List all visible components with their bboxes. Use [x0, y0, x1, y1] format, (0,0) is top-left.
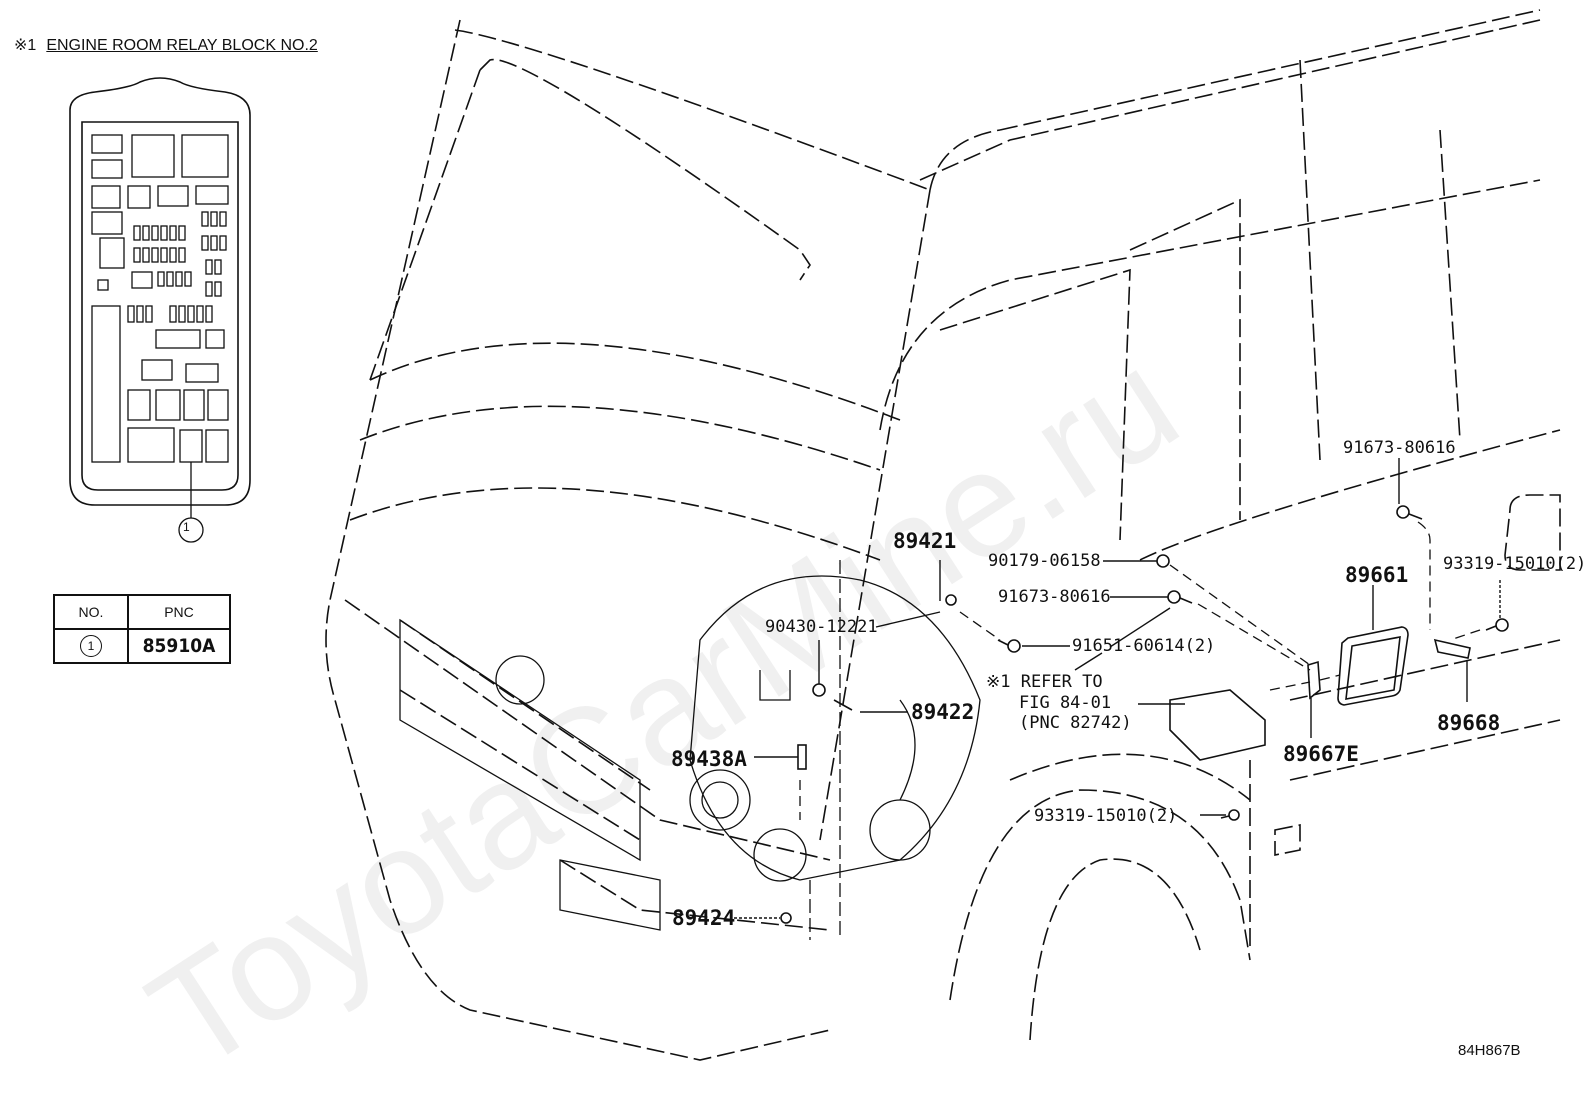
van-body [325, 9, 1561, 1061]
part-label-89424[interactable]: 89424 [672, 906, 736, 930]
part-label-89661[interactable]: 89661 [1345, 563, 1409, 587]
refer-note-line3: (PNC 82742) [1019, 713, 1132, 733]
ecu-89661 [1337, 626, 1409, 706]
part-label-89667e[interactable]: 89667E [1283, 742, 1359, 766]
relay-box-82742 [1169, 689, 1266, 761]
pnc-table-header: NO. PNC [53, 594, 231, 630]
pnc-table: NO. PNC 1 85910A [53, 594, 231, 664]
refer-note-line2[interactable]: FIG 84-01 [1019, 693, 1112, 713]
engine-detail [689, 560, 981, 940]
bracket-89667e [1307, 660, 1321, 700]
part-label-90179-06158[interactable]: 90179-06158 [988, 551, 1101, 571]
relay-block-title: ENGINE ROOM RELAY BLOCK NO.2 [46, 37, 318, 54]
part-label-91673-80616-front[interactable]: 91673-80616 [998, 587, 1111, 607]
diagram-code: 84H867B [1458, 1042, 1521, 1059]
row-no-cell: 1 [53, 628, 129, 664]
row-pnc[interactable]: 85910A [127, 628, 231, 664]
row-no: 1 [80, 635, 102, 657]
part-label-89668[interactable]: 89668 [1437, 711, 1501, 735]
part-label-93319-15010-rear[interactable]: 93319-15010(2) [1443, 554, 1587, 574]
header-pnc: PNC [127, 594, 231, 630]
part-label-89421[interactable]: 89421 [893, 529, 957, 553]
part-label-89422[interactable]: 89422 [911, 700, 975, 724]
part-label-91651-60614[interactable]: 91651-60614(2) [1072, 636, 1216, 656]
fasteners [780, 505, 1509, 924]
inset-callout-number: 1 [183, 520, 190, 534]
reference-marker: ※1 [14, 37, 37, 54]
refer-note-line1: ※1 REFER TO [986, 672, 1103, 692]
part-label-93319-15010-front[interactable]: 93319-15010(2) [1034, 806, 1178, 826]
inset-title: ※1 ENGINE ROOM RELAY BLOCK NO.2 [14, 35, 318, 55]
relay-block-outline [69, 77, 251, 543]
grille-detail [399, 618, 661, 931]
part-label-91673-80616-rear[interactable]: 91673-80616 [1343, 438, 1456, 458]
header-no: NO. [53, 594, 129, 630]
exploded-view-connectors [799, 521, 1481, 820]
part-label-89438a[interactable]: 89438A [671, 747, 747, 771]
bracket-89668 [1433, 638, 1471, 659]
part-label-90430-12221[interactable]: 90430-12221 [765, 617, 878, 637]
leader-lines [734, 458, 1501, 919]
table-row: 1 85910A [53, 628, 231, 664]
